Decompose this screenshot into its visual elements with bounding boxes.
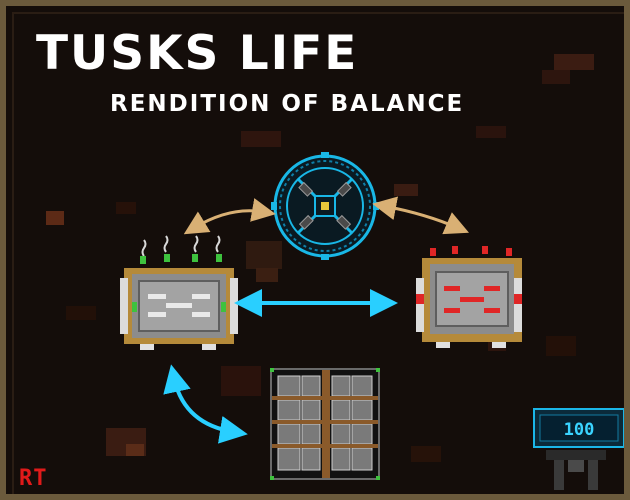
green-machine-icon — [120, 235, 238, 350]
bg-tile — [411, 446, 441, 462]
bg-tile — [66, 306, 96, 320]
bg-tile — [546, 336, 576, 356]
scene-art: 100 — [120, 152, 624, 490]
bg-tile — [256, 268, 278, 282]
bg-tile — [46, 211, 64, 225]
bg-tile — [241, 131, 281, 147]
counter-value: 100 — [564, 420, 595, 440]
bg-tile — [394, 184, 418, 196]
red-machine-icon — [416, 246, 522, 348]
bg-tile — [554, 54, 594, 70]
game-title: TUSKS LIFE — [36, 26, 359, 81]
bg-tile — [116, 202, 136, 214]
bg-tile — [542, 70, 570, 84]
counter-hud-icon — [533, 408, 624, 490]
frame-inner-edge — [12, 12, 624, 494]
cyan-wheel-icon — [271, 152, 379, 260]
cyan-arrow-curved — [163, 364, 248, 444]
bg-tile — [476, 126, 506, 138]
tan-arrow-left — [183, 198, 276, 235]
bg-tile — [246, 241, 282, 269]
corner-tag: RT — [19, 466, 48, 491]
crate-grid-icon — [270, 368, 380, 480]
game-subtitle: RENDITION OF BALANCE — [110, 91, 465, 117]
tan-arrow-right — [372, 196, 469, 235]
bg-tile — [126, 444, 144, 456]
